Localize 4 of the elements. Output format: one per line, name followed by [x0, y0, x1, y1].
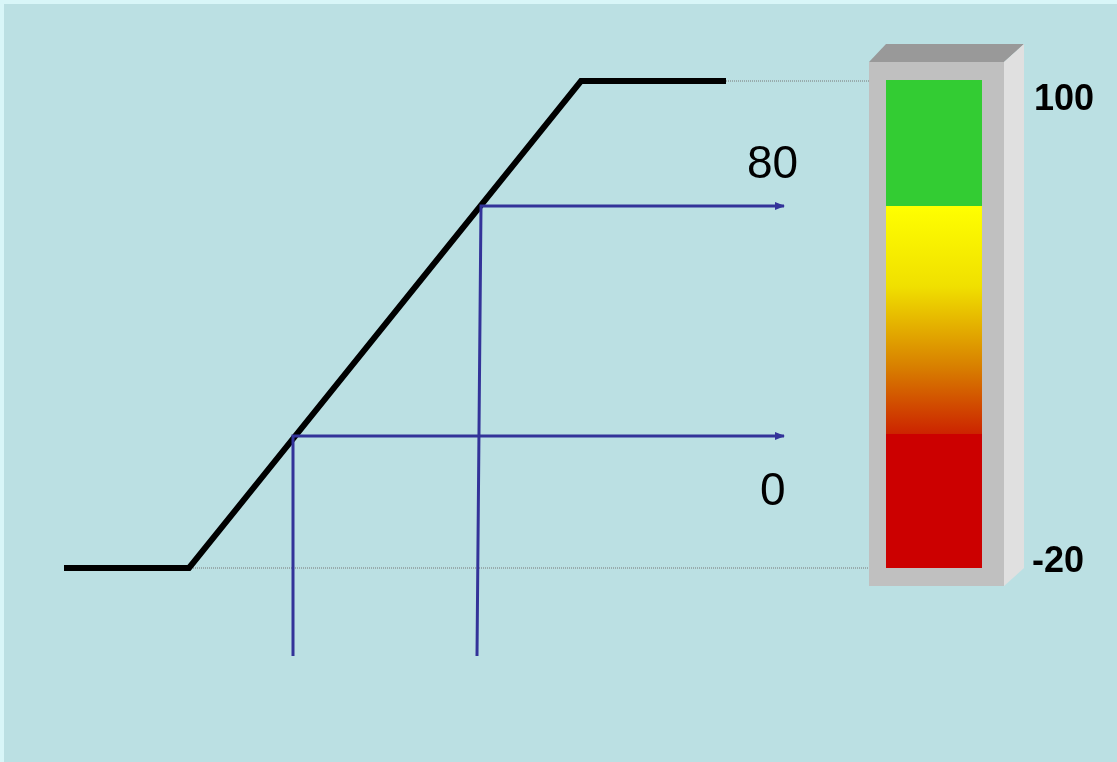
scale-value: -20	[1032, 542, 1085, 578]
scale-value: 100	[1034, 80, 1095, 116]
scale-value: 0	[760, 466, 786, 512]
scale-value: 80	[747, 139, 799, 185]
